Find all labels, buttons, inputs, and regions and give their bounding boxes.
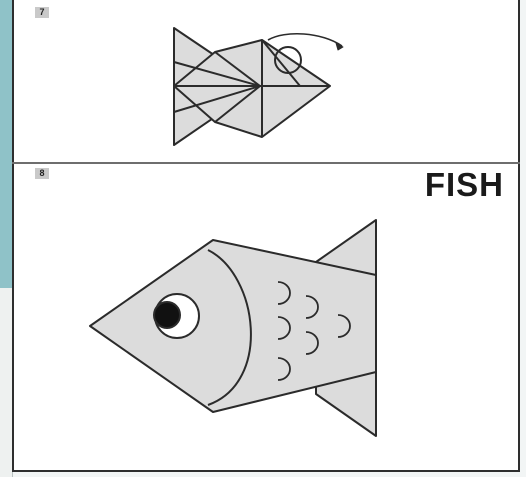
step-7-fold-diagram xyxy=(174,28,343,145)
fold-arrow xyxy=(268,34,342,46)
fish-figure xyxy=(90,220,376,436)
fish-eye xyxy=(154,302,180,328)
